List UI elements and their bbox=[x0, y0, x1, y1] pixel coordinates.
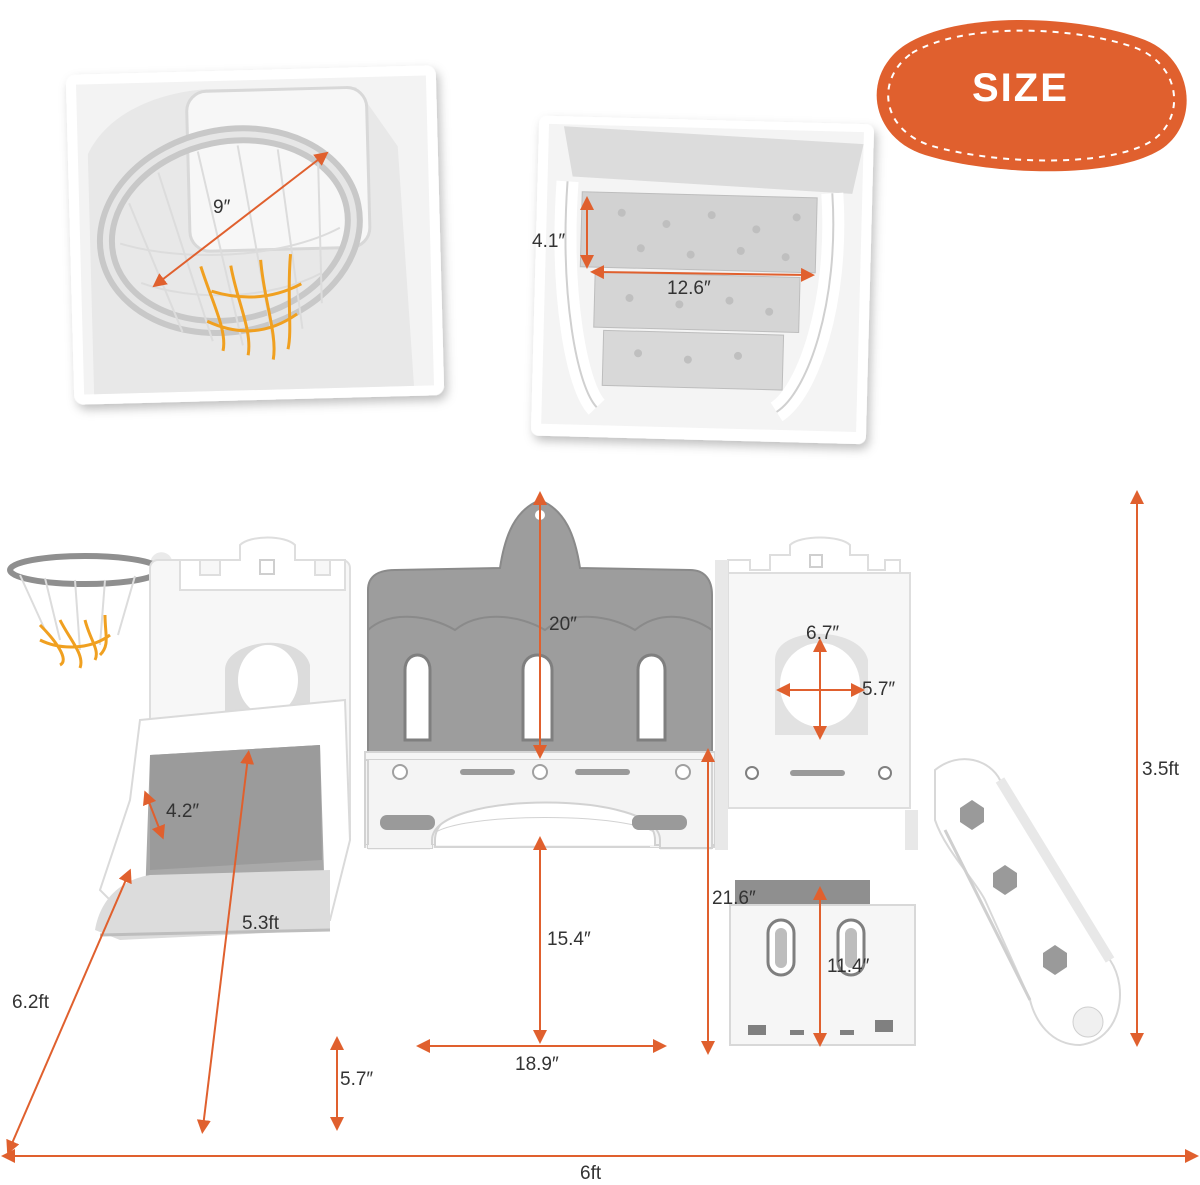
step-width-inset-label: 12.6″ bbox=[667, 278, 711, 299]
window-width-label: 6.7″ bbox=[806, 623, 840, 644]
overall-width-label: 6ft bbox=[580, 1163, 602, 1184]
arch-bottom-pillars bbox=[370, 845, 430, 848]
hoop-inset-card bbox=[66, 65, 444, 405]
window-height-label: 5.7″ bbox=[862, 679, 896, 700]
step-height-label: 11.4″ bbox=[827, 956, 870, 977]
playset bbox=[7, 498, 716, 940]
hoop-diameter-label: 9″ bbox=[213, 197, 231, 218]
size-badge-shape bbox=[876, 20, 1187, 172]
size-badge-label: SIZE bbox=[972, 66, 1069, 110]
dimension-arrows bbox=[1, 151, 1199, 1163]
overall-height-label: 3.5ft bbox=[1142, 759, 1179, 780]
arch-wall-bottom bbox=[367, 760, 713, 849]
slide-width-label: 4.2″ bbox=[166, 801, 200, 822]
platform-height-label: 21.6″ bbox=[712, 888, 756, 909]
step-height-inset-label: 4.1″ bbox=[532, 231, 566, 252]
arch-width-label: 18.9″ bbox=[515, 1054, 559, 1075]
center-wall-height-label: 20″ bbox=[549, 614, 577, 635]
overall-depth-label: 6.2ft bbox=[12, 992, 49, 1013]
slide-end-height-label: 5.7″ bbox=[340, 1069, 374, 1090]
arch-height-label: 15.4″ bbox=[547, 929, 591, 950]
slide-length-label: 5.3ft bbox=[242, 913, 279, 934]
right-tower bbox=[715, 536, 1121, 1047]
